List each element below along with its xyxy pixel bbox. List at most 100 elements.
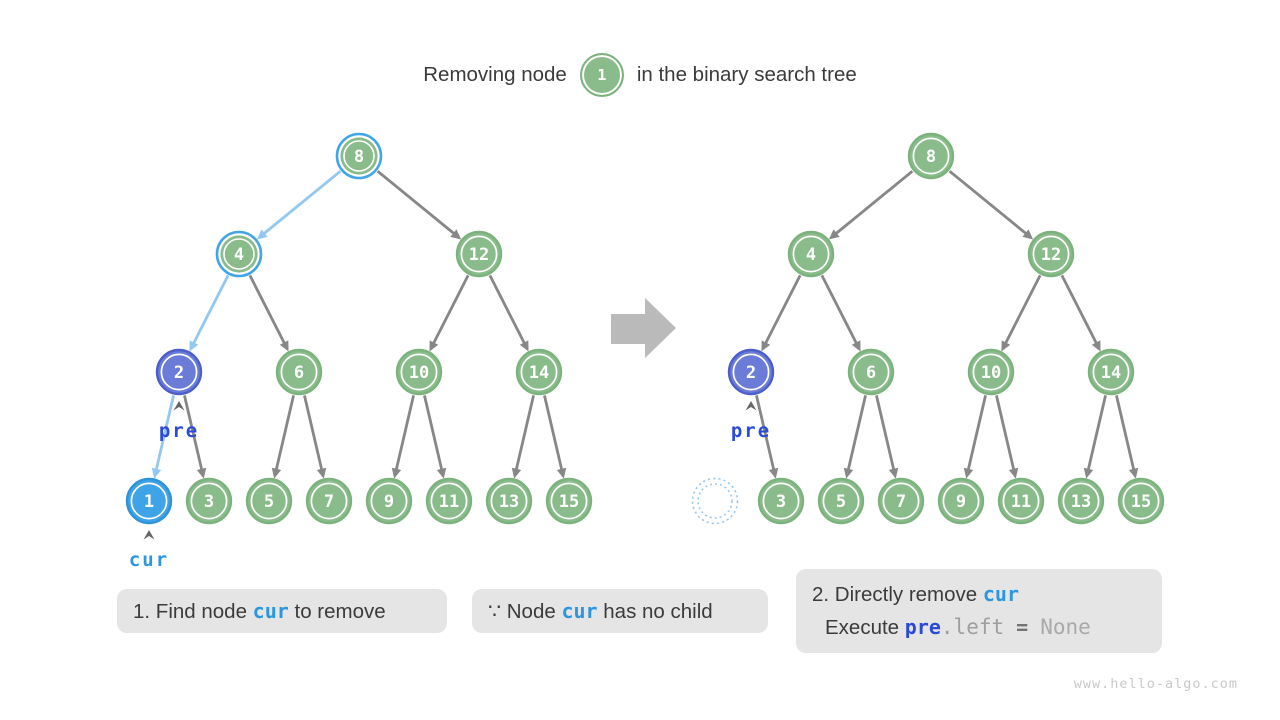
edge-before-6-7 (303, 395, 327, 479)
node-value: 4 (234, 245, 244, 265)
arrowhead-icon (271, 467, 282, 479)
node-value: 14 (1101, 363, 1121, 383)
title-prefix: Removing node (423, 63, 567, 86)
tree-node-before-12: 12 (455, 230, 503, 278)
node-value: 5 (836, 492, 846, 512)
arrowhead-icon (519, 340, 529, 352)
arrowhead-icon (1083, 467, 1094, 479)
caret-up-icon (745, 401, 757, 411)
tree-node-before-6: 6 (275, 348, 323, 396)
arrowhead-icon (1008, 467, 1019, 479)
title-node-value: 1 (597, 66, 607, 84)
edge-before-2-3 (183, 395, 207, 479)
node-value: 8 (354, 147, 364, 167)
edge-after-12-10 (1001, 274, 1042, 352)
arrowhead-icon (1001, 340, 1011, 352)
node-value: 12 (1041, 245, 1061, 265)
tree-node-before-7: 7 (305, 477, 353, 525)
tree-node-after-3: 3 (757, 477, 805, 525)
node-value: 10 (409, 363, 429, 383)
tree-node-after-6: 6 (847, 348, 895, 396)
pointer-pre-before: pre (159, 401, 197, 442)
edge-after-14-15 (1115, 395, 1139, 479)
caption-line: 2. Directly remove cur (812, 578, 1146, 611)
arrowhead-icon (888, 467, 899, 479)
caption-segment-none: None (1040, 615, 1091, 639)
tree-node-before-1: 1 (125, 477, 173, 525)
arrowhead-icon (851, 340, 861, 352)
arrowhead-icon (436, 467, 447, 479)
node-value: 6 (294, 363, 304, 383)
node-value: 6 (866, 363, 876, 383)
edge-before-14-13 (511, 395, 535, 479)
arrowhead-icon (151, 467, 162, 479)
caption-segment-text: has no child (597, 599, 713, 623)
caption-box-1: 1. Find node cur to remove (117, 589, 447, 633)
arrowhead-icon (963, 467, 974, 479)
transform-arrow-icon (611, 298, 676, 358)
watermark: www.hello-algo.com (1073, 676, 1238, 692)
arrowhead-icon (196, 467, 207, 479)
pointer-cur-before: cur (129, 530, 169, 571)
node-value: 2 (174, 363, 184, 383)
edge-after-10-11 (995, 395, 1019, 479)
arrowhead-icon (189, 340, 199, 352)
caption-line: Execute pre.left = None (812, 611, 1146, 644)
tree-node-before-3: 3 (185, 477, 233, 525)
tree-node-before-9: 9 (365, 477, 413, 525)
arrowhead-icon (391, 467, 402, 479)
pointer-label-cur: cur (129, 549, 169, 571)
caption-segment-text: 2. Directly remove (812, 583, 983, 606)
caption-line: 1. Find node cur to remove (133, 595, 431, 628)
edge-after-10-9 (963, 395, 987, 479)
tree-node-after-2: 2 (727, 348, 775, 396)
figure-title: Removing node 1 in the binary search tre… (0, 53, 1280, 97)
node-value: 13 (1071, 492, 1091, 512)
tree-node-after-11: 11 (997, 477, 1045, 525)
node-value: 12 (469, 245, 489, 265)
arrowhead-icon (556, 467, 567, 479)
edge-after-6-7 (875, 395, 899, 479)
caption-segment-code: .left (940, 615, 1005, 639)
caption-segment-cur: cur (561, 598, 598, 623)
caption-segment-cur: cur (982, 582, 1020, 606)
node-value: 11 (439, 492, 459, 512)
node-value: 9 (956, 492, 966, 512)
tree-node-before-13: 13 (485, 477, 533, 525)
node-value: 2 (746, 363, 756, 383)
caption-segment-text: ∵ Node (488, 599, 562, 623)
tree-node-after-12: 12 (1027, 230, 1075, 278)
tree-node-before-15: 15 (545, 477, 593, 525)
node-value: 10 (981, 363, 1001, 383)
node-value: 13 (499, 492, 519, 512)
edge-before-4-6 (248, 274, 289, 352)
edge-before-8-12 (376, 170, 462, 240)
arrowhead-icon (1091, 340, 1101, 352)
tree-node-after-8: 8 (907, 132, 955, 180)
edge-before-14-15 (543, 395, 567, 479)
arrowhead-icon (828, 229, 840, 240)
arrowhead-icon (279, 340, 289, 352)
edge-before-8-4 (256, 170, 342, 240)
caret-up-icon (173, 401, 185, 411)
caption-segment-text: 1. Find node (133, 599, 253, 623)
node-value: 8 (926, 147, 936, 167)
arrowhead-icon (843, 467, 854, 479)
edge-after-6-5 (843, 395, 867, 479)
arrowhead-icon (511, 467, 522, 479)
edge-after-4-6 (820, 274, 861, 352)
arrowhead-icon (256, 229, 268, 240)
tree-node-before-5: 5 (245, 477, 293, 525)
tree-node-before-10: 10 (395, 348, 443, 396)
caption-segment-cur: cur (252, 598, 289, 623)
caption-box-2: ∵ Node cur has no child (472, 589, 768, 633)
node-value: 1 (144, 492, 154, 512)
edge-after-2-3 (755, 395, 779, 479)
tree-node-after-9: 9 (937, 477, 985, 525)
pointer-pre-after: pre (731, 401, 769, 442)
